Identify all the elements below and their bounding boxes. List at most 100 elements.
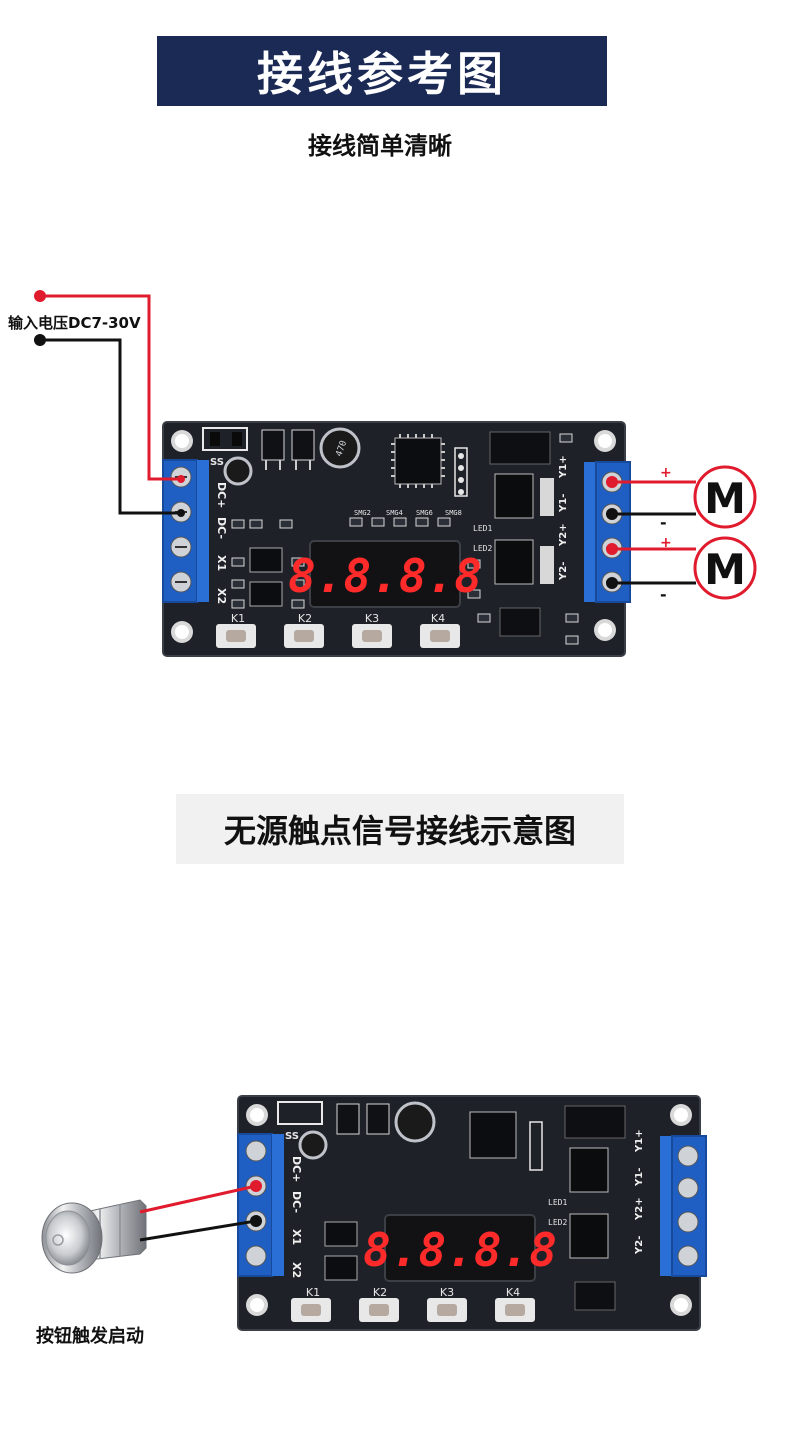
mounting-hole: [171, 621, 193, 643]
mounting-hole: [246, 1294, 268, 1316]
key-label: K4: [506, 1286, 520, 1299]
page-title: 接线参考图: [257, 47, 507, 101]
terminal-label-x1: X1: [290, 1229, 303, 1245]
controller-board-2: SS LED1 LED2 8.8.8.8 K1 K2 K3 K4 DC+ DC-…: [237, 1095, 707, 1331]
display-readout: 8.8.8.8: [288, 549, 482, 603]
key-label: K3: [440, 1286, 454, 1299]
terminal-screw: [245, 1140, 267, 1162]
silk-label-ss: SS: [210, 457, 224, 468]
button-wire-red: [139, 1184, 257, 1214]
seven-segment-display: 8.8.8.8: [288, 540, 482, 608]
terminal-label-dc-plus: DC+: [215, 482, 228, 508]
silk-label-ss: SS: [285, 1131, 299, 1142]
silk-label-led1: LED1: [473, 524, 492, 533]
microcontroller-chip: [391, 434, 445, 488]
key-button: K1: [291, 1286, 331, 1322]
wire-positive: [40, 294, 182, 481]
terminal-screw: [677, 1245, 699, 1267]
terminal-label-x1: X1: [215, 555, 228, 571]
silk-label-smg2: SMG2: [354, 509, 371, 517]
terminal-label-dc-plus: DC+: [290, 1156, 303, 1182]
page-title-banner: 接线参考图: [157, 36, 607, 106]
terminal-label-y1-minus: Y1-: [634, 1168, 645, 1187]
terminal-screw: [677, 1211, 699, 1233]
mounting-hole: [594, 430, 616, 452]
section-title-passive-contact: 无源触点信号接线示意图: [176, 794, 624, 864]
terminal-screw: [677, 1177, 699, 1199]
key-label: K4: [431, 612, 445, 625]
mounting-hole: [594, 619, 616, 641]
silk-label-led2: LED2: [473, 544, 492, 553]
push-button-switch: [41, 1199, 147, 1274]
output-wires: [606, 476, 696, 589]
output-terminal-block: Y1+ Y1- Y2+ Y2-: [634, 1129, 707, 1277]
polarity-plus: +: [660, 465, 672, 481]
input-terminal-block: DC+ DC- X1 X2: [237, 1133, 303, 1278]
button-trigger-label: 按钮触发启动: [36, 1326, 144, 1347]
seven-segment-display: 8.8.8.8: [363, 1214, 557, 1282]
terminal-label-dc-minus: DC-: [215, 517, 228, 539]
mounting-hole: [670, 1104, 692, 1126]
capacitor-large: [394, 1101, 436, 1143]
motor-label: M: [704, 474, 746, 523]
terminal-screw: [170, 571, 192, 593]
output-terminal-block: Y1+ Y1- Y2+ Y2-: [558, 455, 631, 603]
power-icon: [52, 1234, 64, 1246]
input-wires: [34, 290, 185, 517]
terminal-label-y2-minus: Y2-: [558, 562, 569, 581]
controller-board-1: 470: [162, 421, 631, 657]
capacitor-small: [223, 456, 253, 486]
capacitor-large: 470: [319, 427, 361, 469]
polarity-plus: +: [660, 535, 672, 551]
terminal-label-x2: X2: [215, 588, 228, 604]
key-button: K1: [216, 612, 256, 648]
wire-negative: [40, 338, 182, 515]
silk-label-smg6: SMG6: [416, 509, 433, 517]
motor-label: M: [704, 545, 746, 594]
input-voltage-label: 输入电压DC7-30V: [8, 314, 141, 332]
capacitor-small: [298, 1130, 328, 1160]
key-label: K3: [365, 612, 379, 625]
microcontroller-chip: [469, 1111, 517, 1159]
key-label: K2: [373, 1286, 387, 1299]
silk-label-smg8: SMG8: [445, 509, 462, 517]
key-button: K3: [427, 1286, 467, 1322]
key-label: K2: [298, 612, 312, 625]
terminal-label-y2-minus: Y2-: [634, 1236, 645, 1255]
key-label: K1: [306, 1286, 320, 1299]
terminal-label-x2: X2: [290, 1262, 303, 1278]
terminal-label-y1-minus: Y1-: [558, 494, 569, 513]
input-terminal-block: DC+ DC- X1 X2: [162, 459, 228, 604]
section-title-text: 无源触点信号接线示意图: [223, 812, 576, 850]
terminal-label-dc-minus: DC-: [290, 1191, 303, 1213]
mounting-hole: [171, 430, 193, 452]
mounting-hole: [246, 1104, 268, 1126]
wire-end-dot: [34, 290, 46, 302]
terminal-screw: [170, 536, 192, 558]
polarity-minus: -: [660, 585, 667, 604]
key-button: K4: [495, 1286, 535, 1322]
mounting-hole: [670, 1294, 692, 1316]
terminal-label-y1-plus: Y1+: [558, 455, 569, 479]
key-button: K4: [420, 612, 460, 648]
key-button: K2: [284, 612, 324, 648]
key-button: K2: [359, 1286, 399, 1322]
silk-label-led2: LED2: [548, 1218, 567, 1227]
terminal-screw: [245, 1245, 267, 1267]
key-label: K1: [231, 612, 245, 625]
silk-label-led1: LED1: [548, 1198, 567, 1207]
terminal-label-y2-plus: Y2+: [558, 523, 569, 547]
display-readout: 8.8.8.8: [363, 1223, 557, 1277]
button-wire-black: [139, 1219, 257, 1242]
silk-label-smg4: SMG4: [386, 509, 403, 517]
key-button: K3: [352, 612, 392, 648]
terminal-label-y1-plus: Y1+: [634, 1129, 645, 1153]
polarity-minus: -: [660, 513, 667, 532]
page-subtitle: 接线简单清晰: [308, 132, 452, 160]
terminal-screw: [677, 1145, 699, 1167]
wire-end-dot: [34, 334, 46, 346]
motor-2: M: [693, 536, 757, 600]
terminal-label-y2-plus: Y2+: [634, 1197, 645, 1221]
motor-1: M: [693, 465, 757, 529]
